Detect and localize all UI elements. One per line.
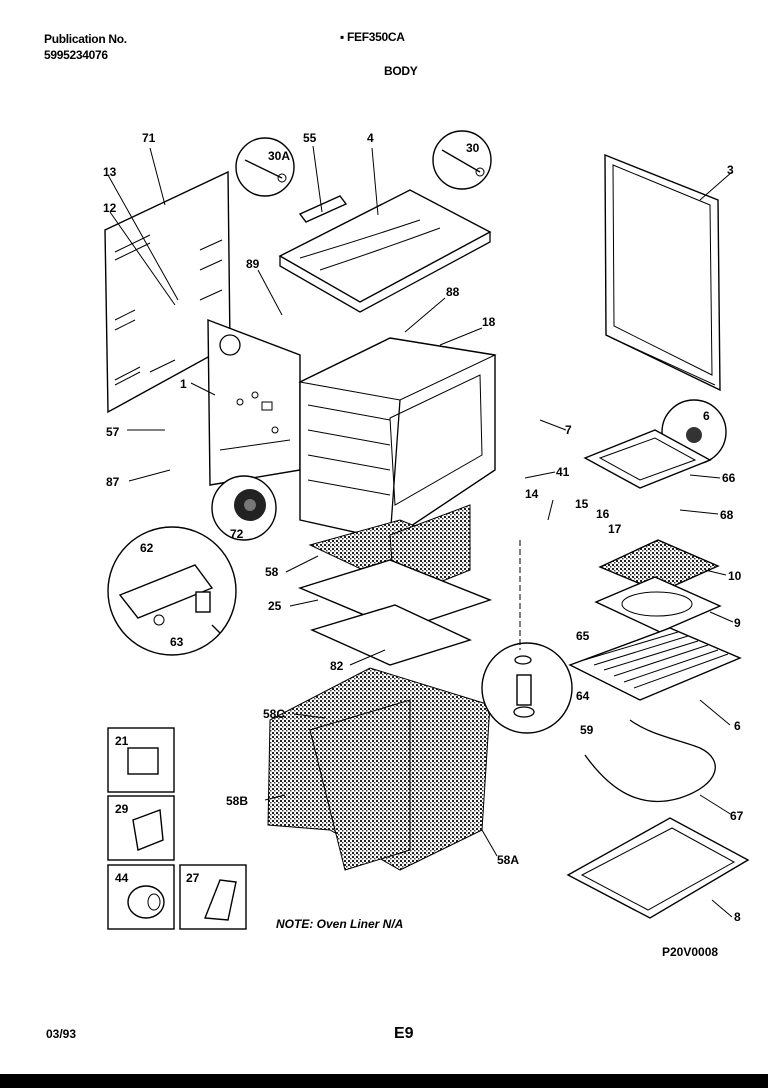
callout-10: 10: [728, 569, 742, 583]
callout-16: 16: [596, 507, 610, 521]
callout-57: 57: [106, 425, 120, 439]
oven-rack: [568, 627, 742, 701]
callout-58: 58: [265, 565, 279, 579]
callout-44: 44: [115, 871, 129, 885]
callout-14: 14: [525, 487, 539, 501]
insulation-blanket: [267, 667, 491, 871]
detail-circle-30a: [235, 137, 295, 197]
parts-box-29: [107, 795, 175, 861]
oven-liner-note: NOTE: Oven Liner N/A: [276, 917, 403, 931]
broiler-pan: [594, 576, 722, 633]
callout-87: 87: [106, 475, 120, 489]
publication-number: 5995234076: [44, 48, 108, 62]
bracket-82: [310, 604, 472, 666]
publication-label: Publication No.: [44, 32, 127, 46]
drawing-code: P20V0008: [662, 945, 718, 959]
callout-55: 55: [303, 131, 317, 145]
detail-circle-oven-light: [481, 642, 573, 734]
leader-lines: [107, 145, 734, 918]
callout-13: 13: [103, 165, 117, 179]
callout-41: 41: [556, 465, 570, 479]
parts-box-44: [107, 864, 175, 930]
callout-29: 29: [115, 802, 129, 816]
callout-21: 21: [115, 734, 129, 748]
footer-date: 03/93: [46, 1027, 76, 1041]
callout-4: 4: [367, 131, 374, 145]
callout-66: 66: [722, 471, 736, 485]
model-number: ▪ FEF350CA: [340, 30, 405, 44]
callout-6-detail: 6: [703, 409, 710, 423]
callout-6-rack: 6: [734, 719, 741, 733]
callout-68: 68: [720, 508, 734, 522]
callout-3: 3: [727, 163, 734, 177]
parts-box-27: [179, 864, 247, 930]
callout-71: 71: [142, 131, 156, 145]
page-number: E9: [394, 1025, 414, 1042]
callout-15: 15: [575, 497, 589, 511]
broiler-element: [583, 429, 712, 489]
detail-circle-30: [432, 130, 492, 190]
callout-1: 1: [180, 377, 187, 391]
callout-59: 59: [580, 723, 594, 737]
callout-8: 8: [734, 910, 741, 924]
callout-9: 9: [734, 616, 741, 630]
callout-58a: 58A: [497, 853, 519, 867]
callout-18: 18: [482, 315, 496, 329]
callout-63: 63: [170, 635, 184, 649]
callout-labels: 71 13 12 55 30A 4 30 3 89 88 18 1 57 87 …: [103, 131, 744, 924]
callout-12: 12: [103, 201, 117, 215]
back-panel: [104, 170, 231, 414]
callout-82: 82: [330, 659, 344, 673]
callout-72: 72: [230, 527, 244, 541]
oven-top-cover: [278, 189, 492, 313]
callout-65: 65: [576, 629, 590, 643]
callout-7: 7: [565, 423, 572, 437]
parts-box-21: [107, 727, 175, 793]
bracket-55: [298, 195, 348, 223]
drawer-pan: [566, 817, 750, 919]
callout-89: 89: [246, 257, 260, 271]
callout-25: 25: [268, 599, 282, 613]
detail-circle-62-63: [107, 526, 237, 656]
callout-27: 27: [186, 871, 200, 885]
callout-64: 64: [576, 689, 590, 703]
side-control-panel: [207, 318, 301, 486]
bottom-border: [0, 1074, 768, 1088]
callout-30a: 30A: [268, 149, 290, 163]
callout-58b: 58B: [226, 794, 248, 808]
callout-30: 30: [466, 141, 480, 155]
callout-58c: 58C: [263, 707, 285, 721]
oven-door: [604, 153, 721, 392]
detail-circle-72: [211, 475, 277, 541]
bullet-icon: ▪: [340, 30, 347, 44]
bake-element: [584, 719, 716, 803]
callout-67: 67: [730, 809, 744, 823]
callout-88: 88: [446, 285, 460, 299]
oven-cavity: [298, 337, 497, 541]
callout-62: 62: [140, 541, 154, 555]
section-title: BODY: [384, 64, 418, 78]
callout-17: 17: [608, 522, 622, 536]
